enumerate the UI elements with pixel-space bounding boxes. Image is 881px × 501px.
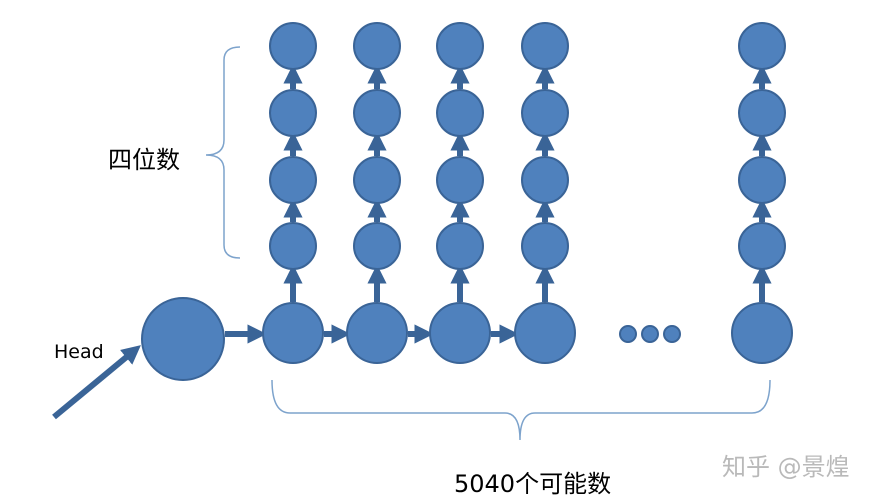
column-2-base-node — [346, 302, 408, 364]
count-label: 5040个可能数 — [454, 470, 612, 498]
column-4-digit-node-3 — [521, 89, 569, 137]
nodes-layer — [141, 22, 793, 381]
column-5-digit-node-3 — [738, 89, 786, 137]
count-brace — [271, 379, 771, 441]
ellipsis-dot-3 — [663, 325, 681, 343]
column-3-digit-node-3 — [436, 89, 484, 137]
ellipsis-dot-1 — [619, 325, 637, 343]
column-3-digit-node-2 — [436, 156, 484, 204]
column-1-digit-node-1 — [269, 222, 317, 270]
column-3-digit-node-4 — [436, 22, 484, 70]
head-label: Head — [54, 341, 104, 363]
digits-label: 四位数 — [108, 146, 180, 174]
watermark: 知乎 @景煌 — [722, 453, 850, 481]
column-5-digit-node-1 — [738, 222, 786, 270]
column-2-digit-node-3 — [353, 89, 401, 137]
column-1-digit-node-4 — [269, 22, 317, 70]
column-5-digit-node-2 — [738, 156, 786, 204]
head-arrow — [52, 345, 141, 420]
column-1-digit-node-3 — [269, 89, 317, 137]
column-5-digit-node-4 — [738, 22, 786, 70]
column-3-digit-node-1 — [436, 222, 484, 270]
ellipsis-dot-2 — [641, 325, 659, 343]
edges-layer — [52, 64, 772, 420]
column-2-digit-node-2 — [353, 156, 401, 204]
column-3-base-node — [429, 302, 491, 364]
column-2-digit-node-4 — [353, 22, 401, 70]
head-node — [141, 297, 225, 381]
column-1-base-node — [262, 302, 324, 364]
braces-layer — [205, 46, 771, 441]
column-4-digit-node-4 — [521, 22, 569, 70]
column-4-base-node — [514, 302, 576, 364]
column-4-digit-node-1 — [521, 222, 569, 270]
column-2-digit-node-1 — [353, 222, 401, 270]
column-5-base-node — [731, 302, 793, 364]
column-1-digit-node-2 — [269, 156, 317, 204]
digits-brace — [205, 46, 241, 259]
column-4-digit-node-2 — [521, 156, 569, 204]
